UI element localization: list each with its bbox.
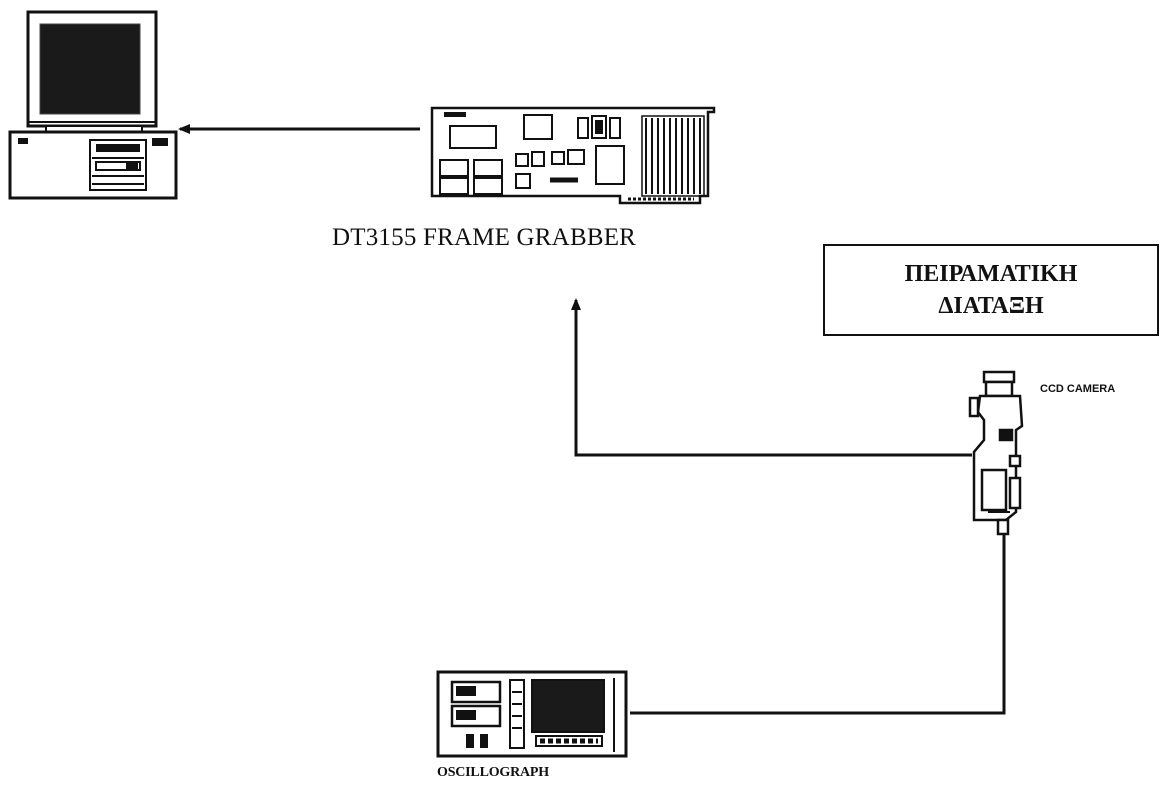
ccd-camera-icon: [968, 370, 1024, 536]
link-camera-to-grabber: [571, 298, 972, 457]
frame-grabber-label: DT3155 FRAME GRABBER: [332, 224, 637, 251]
oscillograph-label: OSCILLOGRAPH: [437, 765, 549, 780]
diagram-title-box: ΠΕΙΡΑΜΑΤΙΚΗ ΔΙΑΤΑΞΗ: [823, 244, 1159, 336]
title-line-1: ΠΕΙΡΑΜΑΤΙΚΗ: [904, 261, 1078, 287]
title-line-2: ΔΙΑΤΑΞΗ: [938, 293, 1044, 319]
link-camera-to-oscillograph: [630, 534, 1006, 715]
circuit-board-icon: [430, 106, 716, 205]
desktop-computer-icon: [8, 10, 178, 200]
ccd-camera-label: CCD CAMERA: [1040, 383, 1116, 395]
oscillograph-icon: [436, 670, 628, 758]
